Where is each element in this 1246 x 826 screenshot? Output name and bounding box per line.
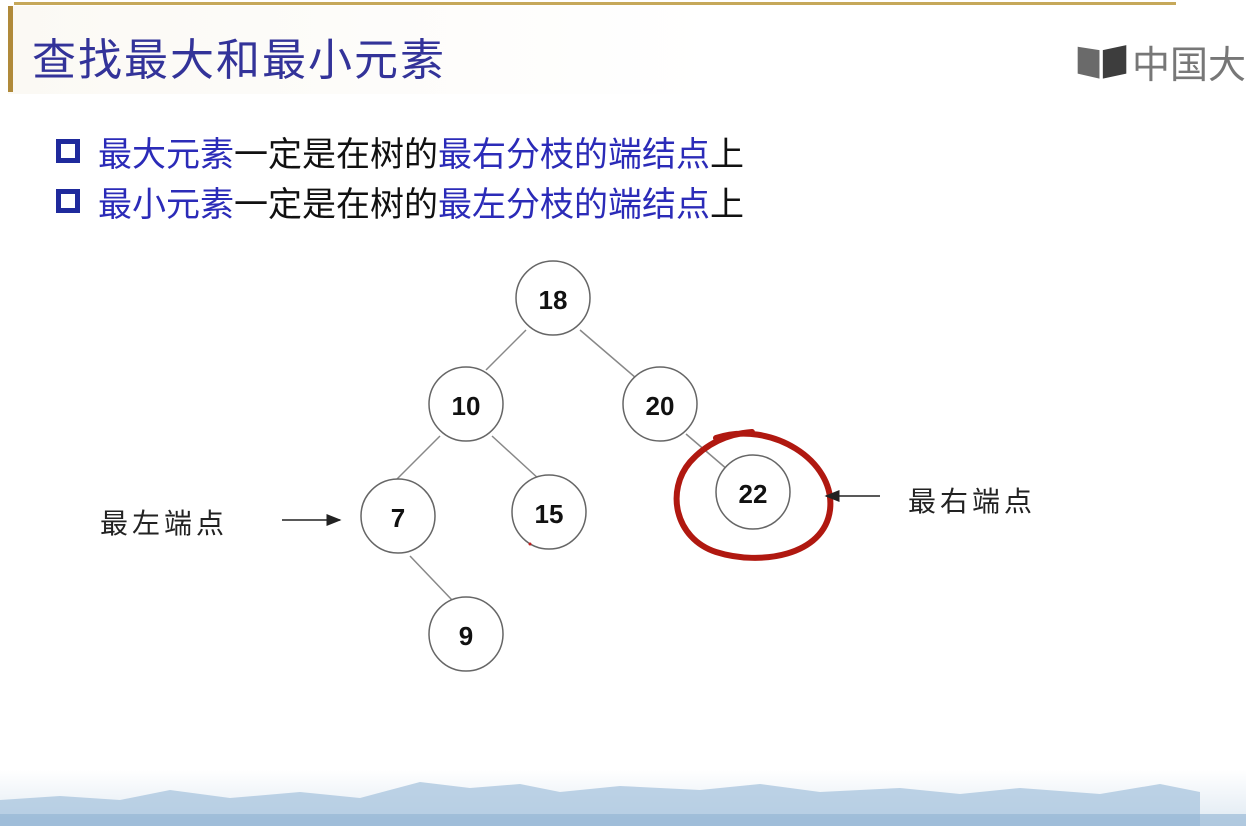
tree-node: 9 [428,596,504,672]
title-accent [8,6,13,92]
tree-node-label: 18 [539,285,568,315]
rightmost-node-label: 最右端点 [908,485,1037,518]
tree-node: 20 [622,366,698,442]
bullet-item: 最小元素 一定是在树的 最左分枝的端结点 上 [56,176,744,226]
tree-node-label: 15 [535,499,564,529]
logo-text: 中国大 [1131,42,1246,85]
tree-node-label: 22 [739,479,768,509]
tree-edge [685,433,729,471]
slide-title: 查找最大和最小元素 [32,35,446,86]
tree-node-highlighted: 22 [715,454,791,530]
leftmost-node-label: 最左端点 [100,507,229,540]
tree-node: 18 [515,260,591,336]
tree-node-label: 7 [391,503,405,533]
bullet-highlight: 最右分枝的端结点 [438,134,710,175]
bullet-highlight: 最小元素 [98,184,234,225]
tree-node-label: 20 [646,391,675,421]
tree-edge [395,435,441,481]
bullet-list: 最大元素 一定是在树的 最右分枝的端结点 上 最小元素 一定是在树的 最左分枝的… [56,126,744,226]
checkbox-bullet-icon [56,189,80,213]
tree-node: 10 [428,366,504,442]
bullet-highlight: 最左分枝的端结点 [438,184,710,225]
bullet-text: 上 [710,184,744,225]
top-rule [14,2,1176,5]
logo: 中国大 [1076,38,1246,84]
tree-edge [409,555,453,601]
tree-edge [491,435,541,481]
tree-edge [579,329,637,379]
highlight-circle-mark [673,429,834,561]
bullet-text: 一定是在树的 [234,134,438,175]
tree-node: 7 [360,478,436,554]
book-logo-icon [1077,45,1127,79]
bullet-text: 一定是在树的 [234,184,438,225]
checkbox-bullet-icon [56,139,80,163]
tree-node-label: 9 [459,621,473,651]
stray-mark [528,542,532,546]
tree-edges [395,329,729,601]
bullet-text: 上 [710,134,744,175]
bullet-item: 最大元素 一定是在树的 最右分枝的端结点 上 [56,126,744,176]
tree-node: 15 [511,474,587,550]
bottom-decoration [0,770,1246,826]
tree-edge [485,329,527,371]
bullet-highlight: 最大元素 [98,134,234,175]
title-bar [8,6,1188,94]
tree-node-label: 10 [452,391,481,421]
